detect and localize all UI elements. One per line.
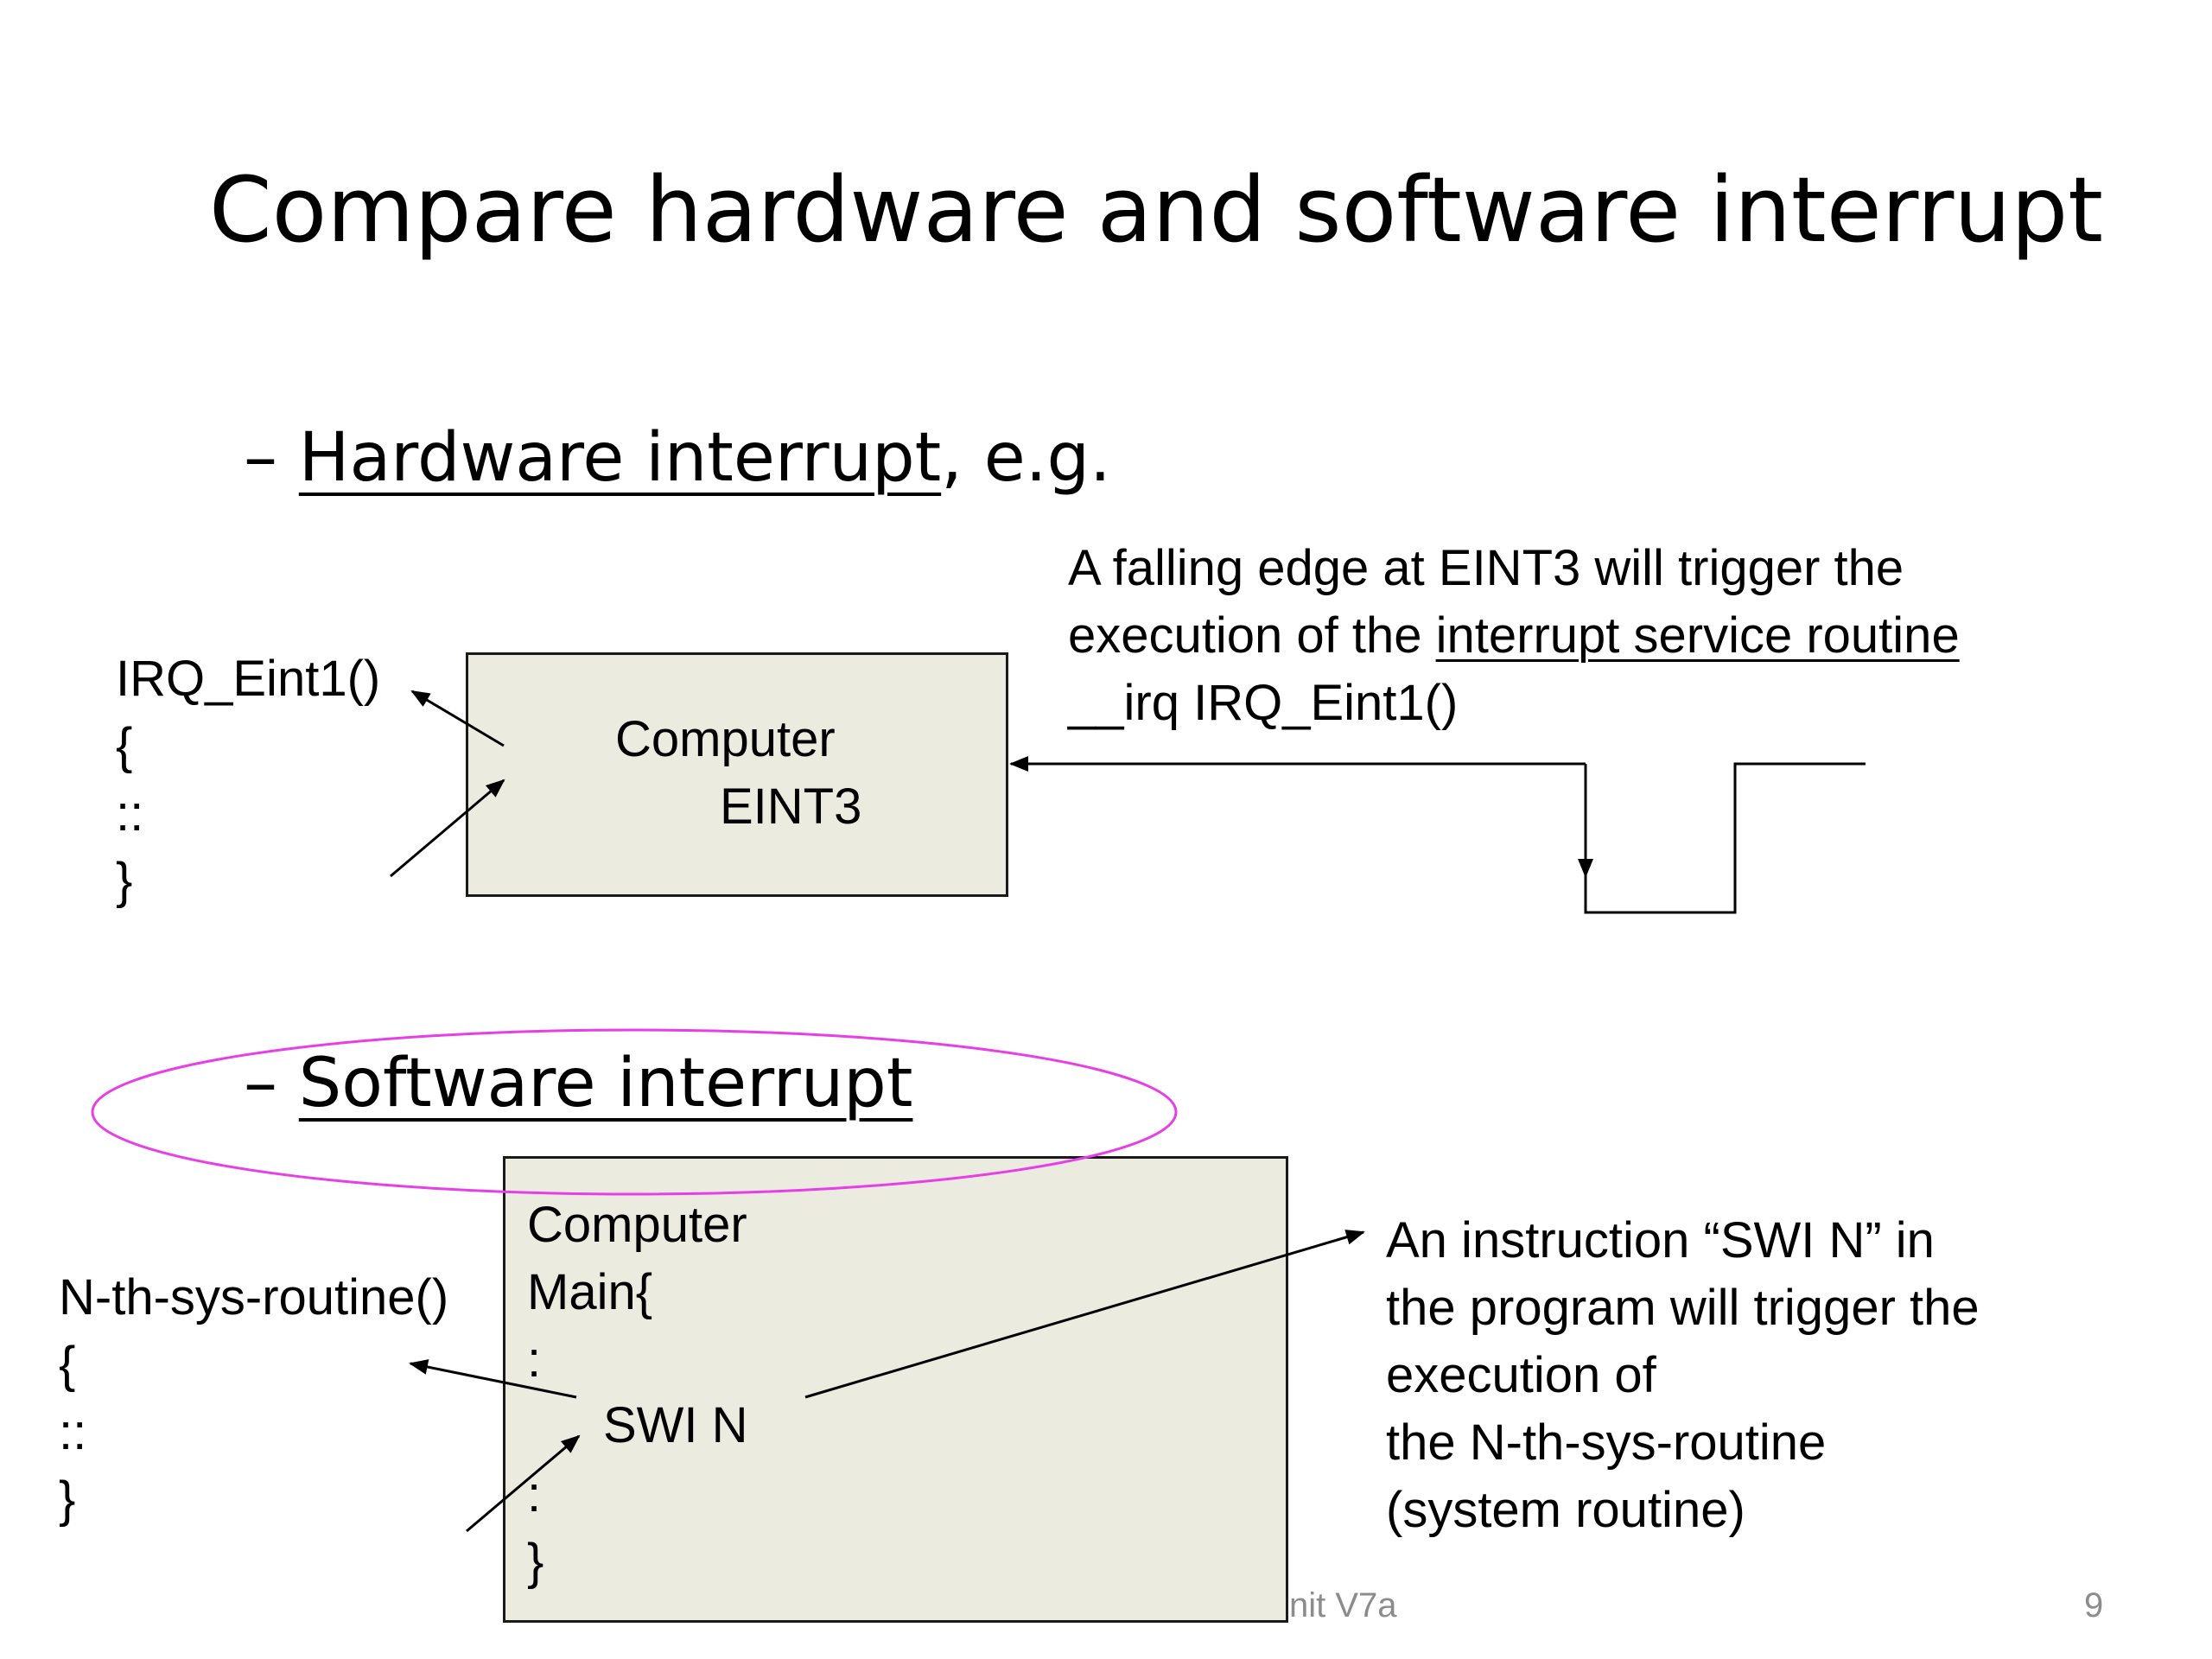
hardware-computer-box (466, 652, 1008, 897)
software-note-line5: (system routine) (1386, 1482, 1745, 1538)
sys-routine-name: N-th-sys-routine() (59, 1269, 449, 1325)
hardware-note-line2: execution of the interrupt service routi… (1068, 603, 1960, 669)
hardware-heading-text: Hardware interrupt (298, 419, 942, 497)
software-heading: – Software interrupt (244, 1040, 912, 1127)
isr-link-text: interrupt service routine (1435, 607, 1960, 664)
hardware-dash: – (244, 419, 277, 497)
software-note-line4: the N-th-sys-routine (1386, 1414, 1827, 1471)
software-note-line1: An instruction “SWI N” in (1386, 1212, 1935, 1268)
isr-body: :: (116, 785, 144, 842)
hardware-note-line3: __irq IRQ_Eint1() (1068, 675, 1459, 731)
sys-routine-body: :: (59, 1404, 87, 1460)
sys-routine-open-brace: { (59, 1337, 76, 1393)
main-ellipsis-bottom: : (527, 1466, 542, 1522)
hardware-note-line1: A falling edge at EINT3 will trigger the (1068, 540, 1904, 596)
swi-instruction: SWI N (603, 1397, 748, 1453)
main-ellipsis-top: : (527, 1332, 542, 1388)
falling-edge-waveform (1584, 762, 1866, 914)
hardware-heading: – Hardware interrupt, e.g. (244, 415, 1111, 501)
footer-text: nit V7a (1289, 1586, 1397, 1624)
main-close-brace: } (527, 1534, 544, 1590)
page-number: 9 (2084, 1586, 2104, 1624)
isr-close-brace: } (116, 853, 133, 909)
software-box-label: Computer (527, 1197, 747, 1253)
software-note-line2: the program will trigger the (1386, 1280, 1980, 1336)
main-label: Main{ (527, 1264, 653, 1320)
software-note-line3: execution of (1386, 1347, 1656, 1403)
sys-routine-close-brace: } (59, 1471, 76, 1528)
hardware-box-label: Computer (615, 711, 836, 767)
isr-open-brace: { (116, 718, 133, 774)
eint3-label: EINT3 (720, 779, 862, 835)
hardware-heading-suffix: , e.g. (941, 419, 1111, 497)
hardware-note-prefix: execution of the (1068, 607, 1436, 664)
software-heading-text: Software interrupt (298, 1045, 913, 1122)
software-dash: – (244, 1045, 277, 1122)
isr-name: IRQ_Eint1() (116, 651, 381, 707)
slide-title: Compare hardware and software interrupt (209, 157, 2104, 263)
